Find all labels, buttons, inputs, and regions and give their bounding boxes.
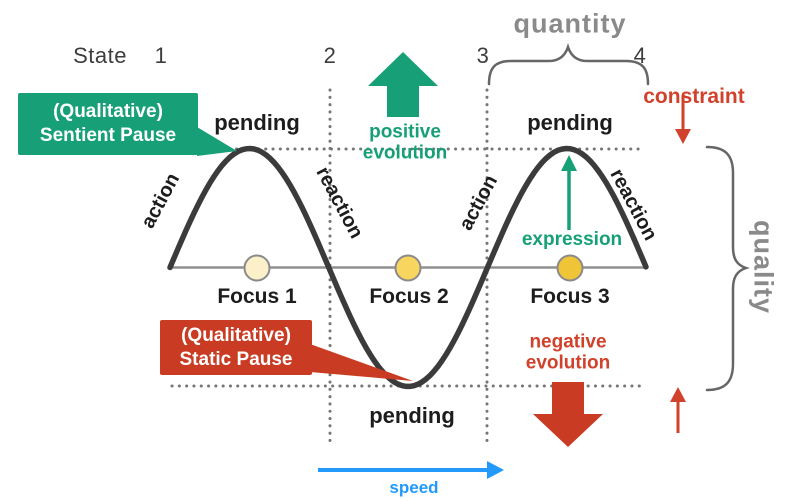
- static-pause-line1: (Qualitative): [181, 324, 291, 346]
- negative-evolution-label: negative evolution: [525, 331, 611, 373]
- expression-arrow-head: [561, 155, 577, 171]
- constraint-label: constraint: [643, 85, 745, 108]
- static-pause-line2: Static Pause: [179, 348, 293, 370]
- static-pause-callout-tail: [310, 344, 413, 381]
- expression-label: expression: [521, 229, 623, 250]
- sentient-pause-callout: (Qualitative) Sentient Pause: [18, 93, 198, 155]
- focus-3-dot: [556, 254, 584, 282]
- state-label: State: [73, 43, 127, 68]
- state-number-3: 3: [476, 43, 490, 68]
- quality-up-arrow-head: [670, 387, 686, 402]
- negative-evolution-arrow-icon: [533, 382, 603, 447]
- positive-evolution-label: positive evolution: [362, 121, 448, 163]
- focus-2-dot: [394, 254, 422, 282]
- focus-2-label: Focus 2: [369, 285, 449, 308]
- pending-label-peak2: pending: [527, 110, 613, 135]
- sentient-pause-callout-tail: [197, 127, 237, 156]
- state-number-4: 4: [633, 43, 647, 68]
- constraint-arrow-head: [675, 129, 691, 144]
- sentient-pause-line1: (Qualitative): [53, 101, 163, 123]
- pending-label-trough: pending: [369, 403, 455, 428]
- quantity-brace: [487, 43, 650, 86]
- positive-evolution-arrow-icon: [368, 52, 438, 117]
- quality-label: quality: [748, 219, 779, 315]
- focus-1-dot: [243, 254, 271, 282]
- state-number-2: 2: [323, 43, 337, 68]
- quantity-label: quantity: [513, 8, 627, 39]
- focus-1-label: Focus 1: [217, 285, 297, 308]
- sine-wave-path: [167, 145, 649, 390]
- speed-arrow-head: [487, 461, 504, 479]
- static-pause-callout: (Qualitative) Static Pause: [160, 320, 312, 375]
- speed-label: speed: [389, 478, 439, 497]
- quality-brace: [705, 145, 750, 392]
- focus-3-label: Focus 3: [530, 285, 610, 308]
- sentient-pause-line2: Sentient Pause: [39, 125, 177, 146]
- state-number-1: 1: [154, 43, 168, 68]
- pending-label-peak1: pending: [214, 110, 300, 135]
